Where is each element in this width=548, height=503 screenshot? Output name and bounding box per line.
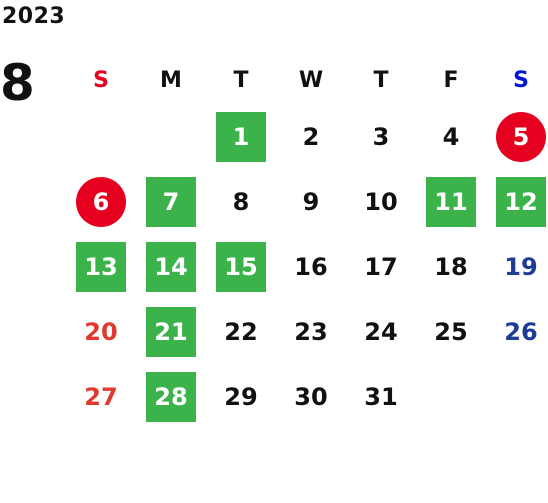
day-number: 22 [224,317,258,346]
day-number: 3 [372,122,390,151]
day-number: 23 [294,317,328,346]
day-cell-24[interactable]: 24 [346,307,416,357]
day-cell-13[interactable]: 13 [66,241,136,292]
day-cell-7[interactable]: 7 [136,176,206,227]
day-cell-14[interactable]: 14 [136,241,206,292]
empty-day-cell [486,372,548,422]
weekday-header-row: S M T W T F S [66,56,548,104]
day-cell-1[interactable]: 1 [206,111,276,162]
day-number: 9 [302,187,320,216]
weekday-monday: M [160,67,182,93]
day-cell-21[interactable]: 21 [136,306,206,357]
day-number: 20 [84,317,118,346]
day-number: 29 [224,382,258,411]
day-cell-8[interactable]: 8 [206,177,276,227]
day-number: 4 [442,122,460,151]
calendar-week-row: 27 28 29 30 31 [66,364,548,429]
day-cell-3[interactable]: 3 [346,112,416,162]
day-number: 14 [146,241,196,292]
day-number: 19 [504,252,538,281]
day-number: 17 [364,252,398,281]
day-cell-26[interactable]: 26 [486,307,548,357]
day-number: 25 [434,317,468,346]
month-number: 8 [0,54,35,112]
calendar-week-row: 1 2 3 4 5 [66,104,548,169]
day-number: 21 [146,306,196,357]
day-cell-20[interactable]: 20 [66,307,136,357]
day-number: 28 [146,371,196,422]
day-number: 26 [504,317,538,346]
day-cell-6[interactable]: 6 [66,176,136,227]
day-number: 27 [84,382,118,411]
weekday-saturday: S [513,67,529,93]
day-number: 18 [434,252,468,281]
day-cell-18[interactable]: 18 [416,242,486,292]
day-number: 24 [364,317,398,346]
day-number: 16 [294,252,328,281]
calendar-week-row: 13 14 15 16 17 18 19 [66,234,548,299]
day-cell-4[interactable]: 4 [416,112,486,162]
year-label: 2023 [2,4,66,29]
day-number: 8 [232,187,250,216]
empty-day-cell [416,372,486,422]
day-number: 6 [76,176,126,227]
day-cell-11[interactable]: 11 [416,176,486,227]
day-cell-27[interactable]: 27 [66,372,136,422]
weekday-wednesday: W [298,67,324,93]
day-number: 2 [302,122,320,151]
day-cell-16[interactable]: 16 [276,242,346,292]
day-cell-12[interactable]: 12 [486,176,548,227]
day-number: 12 [496,176,546,227]
day-cell-23[interactable]: 23 [276,307,346,357]
day-cell-19[interactable]: 19 [486,242,548,292]
day-cell-29[interactable]: 29 [206,372,276,422]
day-cell-22[interactable]: 22 [206,307,276,357]
day-number: 31 [364,382,398,411]
day-cell-28[interactable]: 28 [136,371,206,422]
day-number: 10 [364,187,398,216]
day-number: 11 [426,176,476,227]
calendar-week-row: 20 21 22 23 24 25 26 [66,299,548,364]
day-cell-17[interactable]: 17 [346,242,416,292]
day-number: 5 [496,111,546,162]
day-cell-15[interactable]: 15 [206,241,276,292]
day-cell-10[interactable]: 10 [346,177,416,227]
weekday-sunday: S [93,67,109,93]
day-number: 13 [76,241,126,292]
day-number: 7 [146,176,196,227]
empty-day-cell [66,112,136,162]
day-number: 1 [216,111,266,162]
empty-day-cell [136,112,206,162]
day-cell-25[interactable]: 25 [416,307,486,357]
day-cell-2[interactable]: 2 [276,112,346,162]
day-cell-9[interactable]: 9 [276,177,346,227]
day-cell-30[interactable]: 30 [276,372,346,422]
weekday-tuesday: T [233,67,249,93]
day-cell-5[interactable]: 5 [486,111,548,162]
day-cell-31[interactable]: 31 [346,372,416,422]
weekday-friday: F [443,67,459,93]
day-number: 30 [294,382,328,411]
day-number: 15 [216,241,266,292]
weekday-thursday: T [373,67,389,93]
